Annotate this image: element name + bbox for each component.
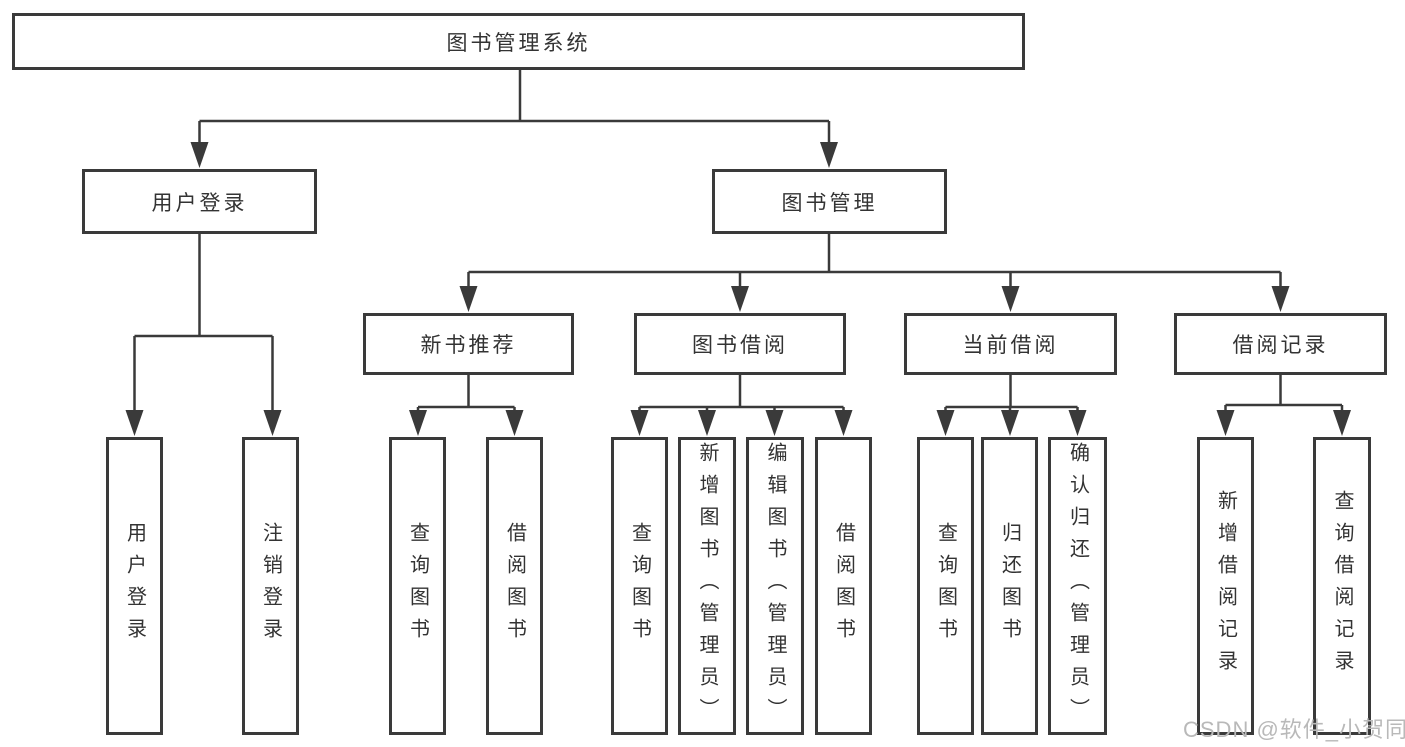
leaf-user-login: 用户登录 <box>106 437 163 735</box>
connector-root-level2 <box>198 68 831 144</box>
leaf-edit-books-admin-label: 编辑图书（管理员） <box>764 442 786 730</box>
node-root: 图书管理系统 <box>12 13 1025 70</box>
arrowheads <box>125 142 1351 436</box>
connector-mgmt-level3 <box>467 234 1282 288</box>
node-book-management: 图书管理 <box>712 169 947 234</box>
leaf-query-borrow-record-label: 查询借阅记录 <box>1331 490 1353 682</box>
leaf-return-books-label: 归还图书 <box>998 522 1021 650</box>
connector-current-leaves <box>944 375 1079 412</box>
leaf-logout-label: 注销登录 <box>259 522 282 650</box>
node-current-borrow: 当前借阅 <box>904 313 1117 375</box>
leaf-recommend-query-books: 查询图书 <box>389 437 446 735</box>
connector-recommend-leaves <box>416 375 516 412</box>
leaf-recommend-borrow-books-label: 借阅图书 <box>503 522 526 650</box>
leaf-borrow-query-books-label: 查询图书 <box>628 522 651 650</box>
node-user-login: 用户登录 <box>82 169 317 234</box>
leaf-confirm-return-admin: 确认归还（管理员） <box>1048 437 1107 735</box>
leaf-confirm-return-admin-label: 确认归还（管理员） <box>1066 442 1089 730</box>
node-book-management-label: 图书管理 <box>781 191 878 215</box>
node-root-label: 图书管理系统 <box>446 31 591 55</box>
leaf-query-borrow-record: 查询借阅记录 <box>1313 437 1371 735</box>
leaf-edit-books-admin: 编辑图书（管理员） <box>746 437 804 735</box>
connector-user-leaves <box>133 234 274 412</box>
node-new-book-recommend: 新书推荐 <box>363 313 574 375</box>
leaf-return-books: 归还图书 <box>981 437 1038 735</box>
leaf-recommend-borrow-books: 借阅图书 <box>486 437 543 735</box>
leaf-borrow-query-books: 查询图书 <box>611 437 668 735</box>
leaf-logout: 注销登录 <box>242 437 299 735</box>
leaf-current-query-books-label: 查询图书 <box>934 522 957 650</box>
leaf-user-login-label: 用户登录 <box>123 522 146 650</box>
leaf-add-books-admin: 新增图书（管理员） <box>678 437 736 735</box>
leaf-add-borrow-record: 新增借阅记录 <box>1197 437 1254 735</box>
leaf-recommend-query-books-label: 查询图书 <box>406 522 429 650</box>
node-book-borrow-label: 图书借阅 <box>692 334 788 357</box>
leaf-add-borrow-record-label: 新增借阅记录 <box>1214 490 1237 682</box>
leaf-add-books-admin-label: 新增图书（管理员） <box>696 442 718 730</box>
node-book-borrow: 图书借阅 <box>634 313 846 375</box>
connector-records-leaves <box>1224 375 1344 412</box>
leaf-borrow-books: 借阅图书 <box>815 437 872 735</box>
node-current-borrow-label: 当前借阅 <box>962 334 1059 357</box>
connector-borrow-leaves <box>638 375 845 412</box>
node-user-login-label: 用户登录 <box>151 191 248 215</box>
leaf-current-query-books: 查询图书 <box>917 437 974 735</box>
node-new-book-recommend-label: 新书推荐 <box>420 334 517 357</box>
node-borrow-records-label: 借阅记录 <box>1232 334 1329 357</box>
watermark: CSDN @软件_小贺同学 <box>1183 717 1405 742</box>
leaf-borrow-books-label: 借阅图书 <box>832 522 855 650</box>
node-borrow-records: 借阅记录 <box>1174 313 1387 375</box>
